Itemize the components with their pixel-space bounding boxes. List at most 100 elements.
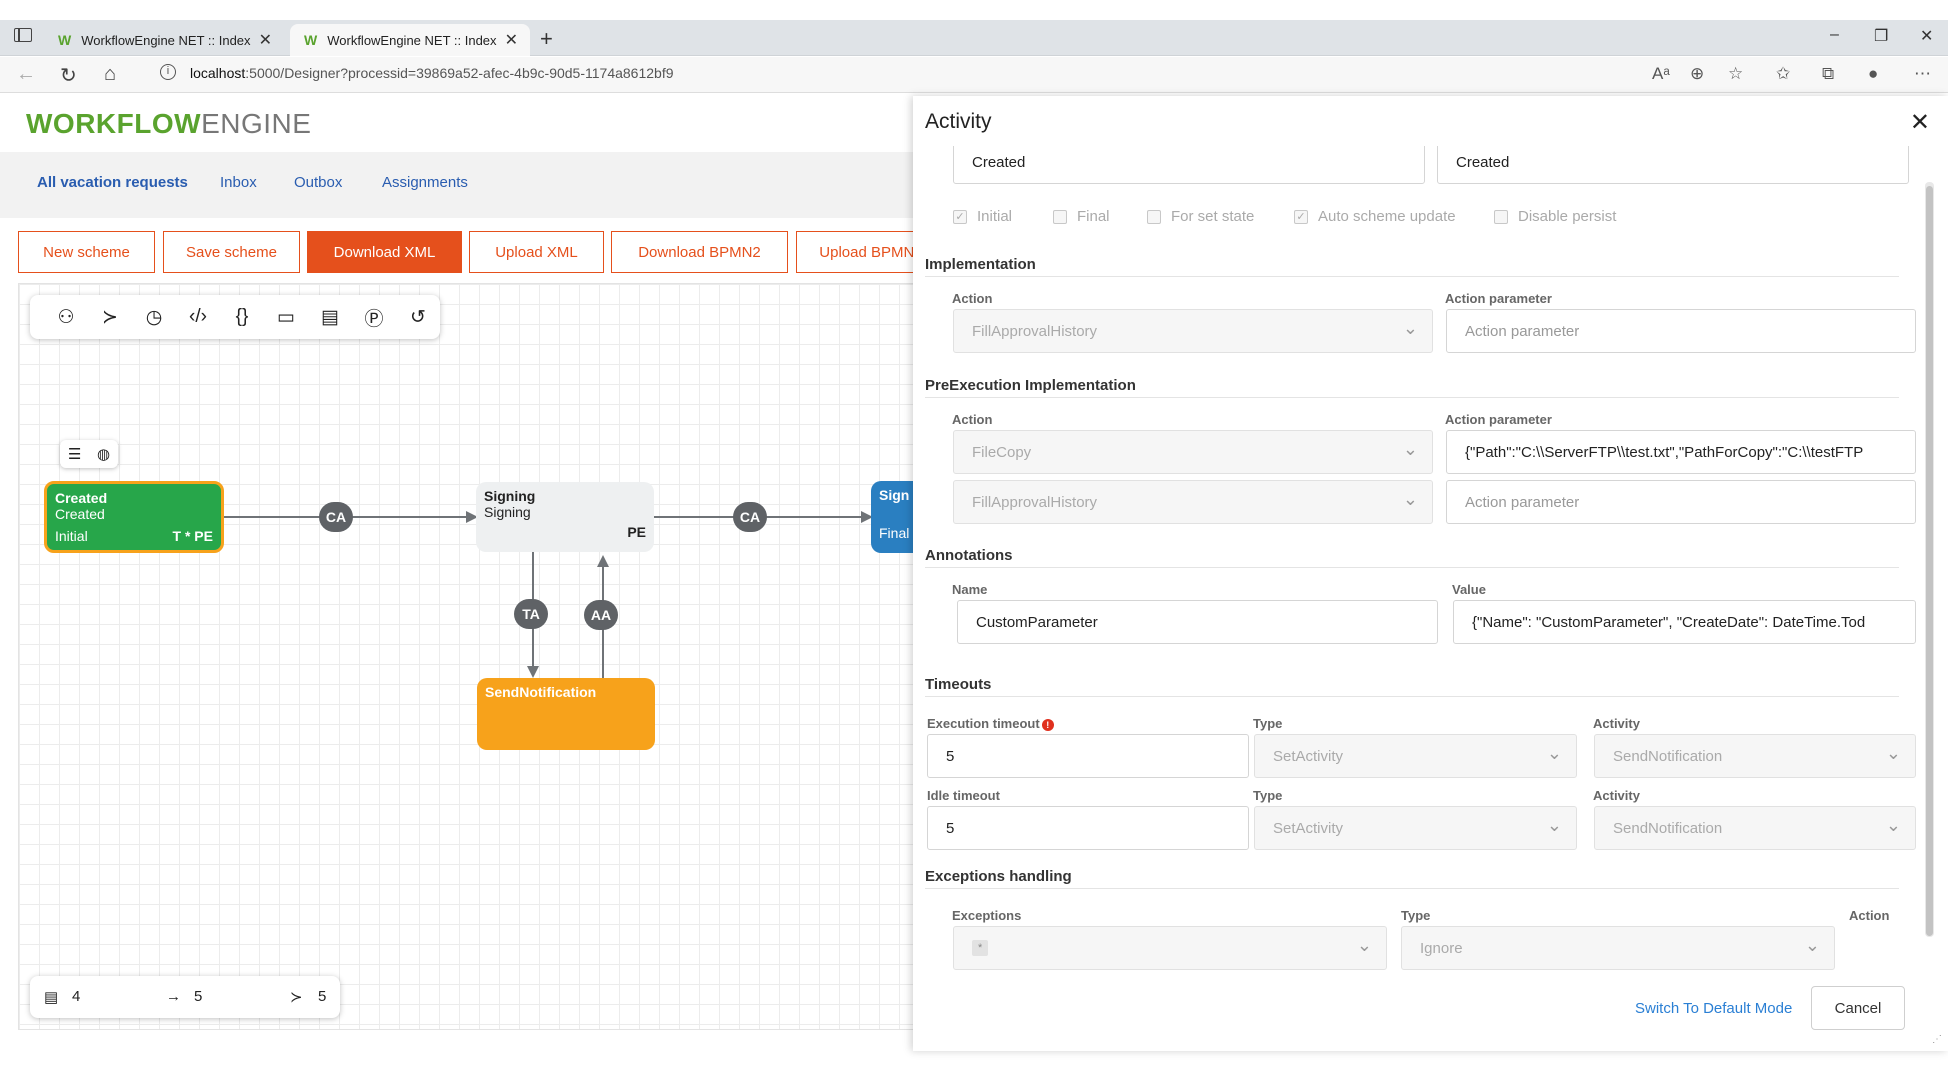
save-scheme-button[interactable]: Save scheme <box>163 231 300 273</box>
activity-node-signing[interactable]: Signing Signing PE <box>476 482 654 552</box>
actor-icon[interactable]: ⚇ <box>57 306 75 328</box>
url-field[interactable]: localhost:5000/Designer?processid=39869a… <box>190 65 674 81</box>
parameter-icon[interactable]: Ⓟ <box>364 308 384 330</box>
timer-icon[interactable]: ◷ <box>145 306 163 328</box>
node-subtitle: Created <box>55 506 105 522</box>
exceptions-select[interactable]: * <box>953 926 1387 970</box>
section-preexecution: PreExecution Implementation <box>925 377 1136 394</box>
execution-timeout-activity-select[interactable]: SendNotification <box>1594 734 1916 778</box>
execution-timeout-input[interactable]: 5 <box>927 734 1249 778</box>
activity-name-input[interactable]: Created <box>953 146 1425 184</box>
activity-node-sendnotification[interactable]: SendNotification <box>477 678 655 750</box>
idle-timeout-activity-select[interactable]: SendNotification <box>1594 806 1916 850</box>
preexec-action-select-2[interactable]: FillApprovalHistory <box>953 480 1433 524</box>
settings-icon[interactable]: ☰ <box>67 446 82 463</box>
comment-icon[interactable]: ▭ <box>277 306 295 328</box>
history-icon[interactable]: ↺ <box>410 306 426 328</box>
cancel-button[interactable]: Cancel <box>1811 986 1905 1030</box>
node-mini-toolbar: ☰ ◍ <box>60 440 118 468</box>
annotation-name-input[interactable]: CustomParameter <box>957 600 1438 644</box>
add-favorite-icon[interactable]: ☆ <box>1728 64 1744 83</box>
final-checkbox[interactable]: Final <box>1053 208 1110 225</box>
zoom-icon[interactable]: ⊕ <box>1690 64 1705 83</box>
disable-persist-checkbox[interactable]: Disable persist <box>1494 208 1616 225</box>
window-close-icon[interactable]: ✕ <box>1920 28 1934 45</box>
badge-ca[interactable]: CA <box>733 502 767 532</box>
preexec-action-select-1[interactable]: FileCopy <box>953 430 1433 474</box>
node-state: Initial <box>55 528 88 544</box>
profile-icon[interactable]: ● <box>1868 64 1879 83</box>
checkmark-icon: ✓ <box>953 209 967 224</box>
menu-assignments[interactable]: Assignments <box>382 174 468 191</box>
favorites-icon[interactable]: ✩ <box>1776 64 1791 83</box>
annotation-value-input[interactable]: {"Name": "CustomParameter", "CreateDate"… <box>1453 600 1916 644</box>
arrow-head <box>861 511 873 523</box>
activity-node-created[interactable]: Created Created Initial T * PE <box>44 481 224 553</box>
required-icon: ! <box>1041 719 1054 731</box>
download-bpmn2-button[interactable]: Download BPMN2 <box>611 231 788 273</box>
command-icon[interactable]: ≻ <box>102 306 118 328</box>
upload-xml-button[interactable]: Upload XML <box>469 231 604 273</box>
panel-scrollbar[interactable] <box>1925 182 1934 937</box>
browser-tab[interactable]: W WorkflowEngine NET :: Index ✕ <box>44 24 284 56</box>
section-implementation: Implementation <box>925 256 1036 273</box>
new-tab-icon[interactable]: + <box>540 26 553 51</box>
execution-timeout-label: Execution timeout! <box>927 716 1054 731</box>
badge-aa[interactable]: AA <box>584 600 618 630</box>
browser-tab-active[interactable]: W WorkflowEngine NET :: Index ✕ <box>290 24 530 56</box>
refresh-icon[interactable]: ↻ <box>60 65 77 87</box>
read-aloud-icon[interactable]: Aᵃ <box>1652 64 1670 83</box>
menu-inbox[interactable]: Inbox <box>220 174 257 191</box>
restore-icon[interactable]: ❐ <box>1874 28 1889 45</box>
implementation-action-select[interactable]: FillApprovalHistory <box>953 309 1433 353</box>
implementation-param-input[interactable]: Action parameter <box>1446 309 1916 353</box>
arrow-head <box>597 555 609 567</box>
transitions-icon: → <box>166 988 181 1005</box>
close-icon[interactable]: ✕ <box>1909 109 1930 136</box>
home-icon[interactable]: ⌂ <box>104 63 117 85</box>
node-subtitle: Signing <box>484 504 531 520</box>
menu-all-vacation-requests[interactable]: All vacation requests <box>37 174 188 191</box>
download-xml-button[interactable]: Download XML <box>307 231 462 273</box>
preexec-param-input-1[interactable]: {"Path":"C:\\ServerFTP\\test.txt","PathF… <box>1446 430 1916 474</box>
clipboard-icon[interactable]: ▤ <box>321 306 339 328</box>
node-title: Created <box>55 490 108 506</box>
execution-timeout-type-select[interactable]: SetActivity <box>1254 734 1577 778</box>
checkmark-icon: ✓ <box>1294 209 1308 224</box>
initial-checkbox[interactable]: ✓Initial <box>953 208 1012 225</box>
main-menu: All vacation requests Inbox Outbox Assig… <box>0 152 920 218</box>
resize-grip-icon[interactable]: ⋰ <box>1932 1034 1942 1045</box>
tab-actions-icon[interactable] <box>14 28 32 42</box>
activity-node-final[interactable]: Sign Final <box>871 481 920 553</box>
close-tab-icon[interactable]: ✕ <box>504 32 518 49</box>
badge-ca[interactable]: CA <box>319 502 353 532</box>
preexec-param-input-2[interactable]: Action parameter <box>1446 480 1916 524</box>
exception-type-select[interactable]: Ignore <box>1401 926 1835 970</box>
new-scheme-button[interactable]: New scheme <box>18 231 155 273</box>
back-icon[interactable]: ← <box>16 63 36 85</box>
section-exceptions: Exceptions handling <box>925 868 1072 885</box>
activity-state-input[interactable]: Created <box>1437 146 1909 184</box>
close-tab-icon[interactable]: ✕ <box>258 32 272 49</box>
panel-title: Activity <box>925 110 992 133</box>
palette-icon[interactable]: ◍ <box>97 446 111 463</box>
switch-default-mode-link[interactable]: Switch To Default Mode <box>1635 1000 1793 1017</box>
json-icon[interactable]: {} <box>235 306 249 327</box>
designer-canvas[interactable] <box>18 283 918 1030</box>
more-icon[interactable]: ⋯ <box>1914 64 1931 83</box>
site-info-icon[interactable]: i <box>160 64 176 80</box>
exception-tag: * <box>972 940 989 956</box>
auto-scheme-update-checkbox[interactable]: ✓Auto scheme update <box>1294 208 1456 225</box>
idle-timeout-input[interactable]: 5 <box>927 806 1249 850</box>
idle-timeout-type-select[interactable]: SetActivity <box>1254 806 1577 850</box>
scrollbar-thumb[interactable] <box>1926 186 1933 936</box>
node-title: Sign <box>879 487 910 503</box>
for-set-state-checkbox[interactable]: For set state <box>1147 208 1254 225</box>
minimize-icon[interactable]: – <box>1830 26 1839 43</box>
collections-icon[interactable]: ⧉ <box>1822 64 1835 83</box>
badge-ta[interactable]: TA <box>514 599 548 629</box>
node-state: Final <box>879 525 910 541</box>
code-icon[interactable]: ‹/› <box>189 306 207 327</box>
browser-tabbar: W WorkflowEngine NET :: Index ✕ W Workfl… <box>0 20 1948 56</box>
menu-outbox[interactable]: Outbox <box>294 174 343 191</box>
